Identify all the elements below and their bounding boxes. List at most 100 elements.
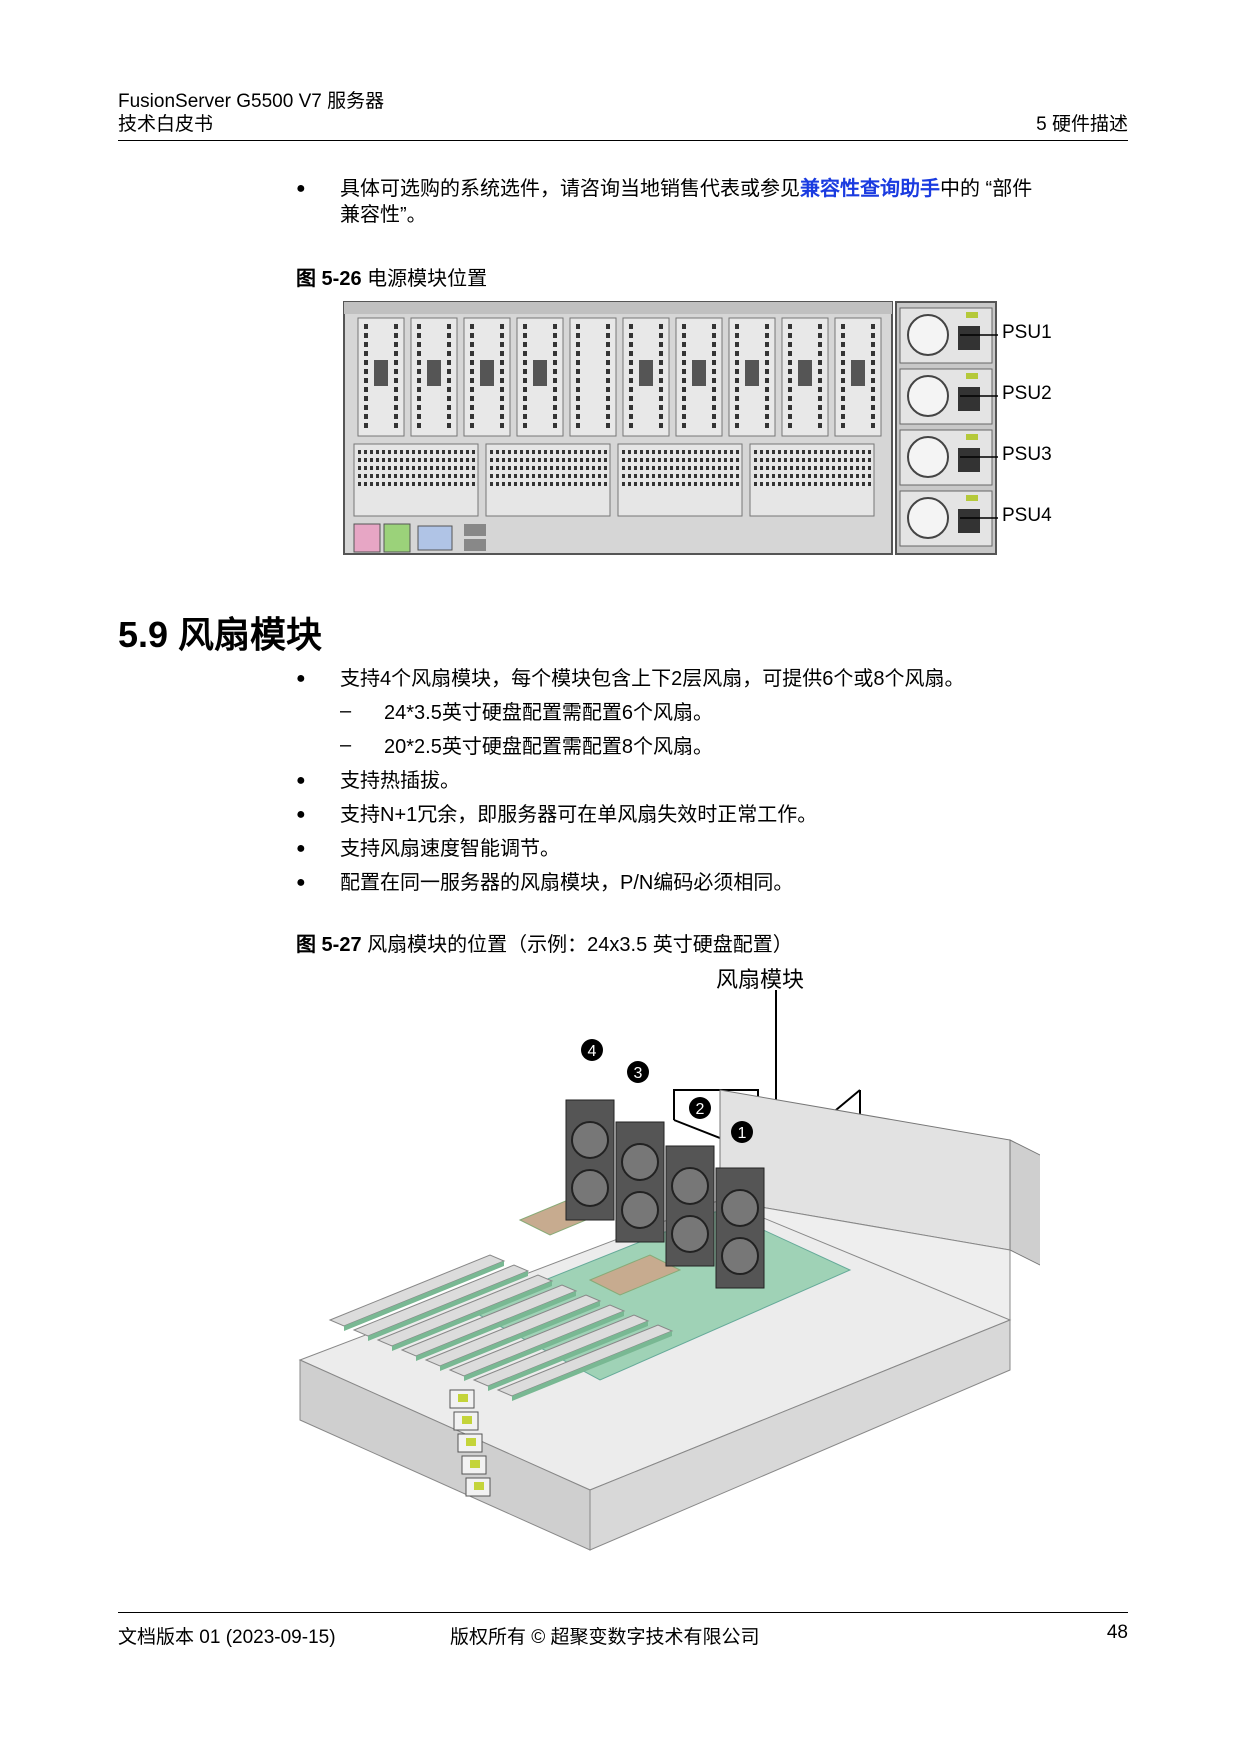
slot-vent [765, 387, 769, 392]
callout-circle [627, 1061, 649, 1083]
vent-hole [598, 450, 601, 454]
vent-hole [592, 482, 595, 486]
vent-hole [862, 450, 865, 454]
slot-vent [553, 333, 557, 338]
compatibility-link[interactable]: 兼容性查询助手 [800, 178, 940, 200]
vent-hole [466, 450, 469, 454]
vent-hole [526, 482, 529, 486]
vent-hole [634, 458, 637, 462]
vent-hole [622, 458, 625, 462]
slot-vent [788, 360, 792, 365]
slot-vent [394, 396, 398, 401]
vent-hole [544, 458, 547, 462]
slot-vent [841, 396, 845, 401]
vent-hole [544, 450, 547, 454]
drive-led [470, 1460, 480, 1468]
slot-vent [659, 396, 663, 401]
vent-hole [598, 466, 601, 470]
vent-hole [394, 458, 397, 462]
vent-hole [640, 458, 643, 462]
slot-vent [735, 360, 739, 365]
vent-hole [406, 482, 409, 486]
vent-block [749, 443, 875, 517]
vent-hole [394, 466, 397, 470]
slot-vent [417, 423, 421, 428]
vent-hole [550, 474, 553, 478]
gpu-card-edge [464, 1311, 624, 1381]
vent-hole [604, 466, 607, 470]
vent-hole [466, 474, 469, 478]
vent-hole [652, 466, 655, 470]
vent-hole [598, 458, 601, 462]
slot-vent [712, 378, 716, 383]
vent-hole [778, 474, 781, 478]
vent-hole [850, 482, 853, 486]
vent-hole [592, 466, 595, 470]
vent-hole [580, 474, 583, 478]
fan-rotor [621, 1191, 659, 1229]
vent-hole [856, 474, 859, 478]
gpu-card-edge [344, 1261, 504, 1331]
vent-hole [448, 482, 451, 486]
vent-hole [676, 474, 679, 478]
vent-hole [628, 482, 631, 486]
vent-hole [358, 482, 361, 486]
slot-vent [712, 342, 716, 347]
vent-hole [412, 482, 415, 486]
slot-vent [523, 342, 527, 347]
slot-vent [523, 423, 527, 428]
vent-hole [400, 450, 403, 454]
vent-hole [706, 474, 709, 478]
vent-hole [556, 482, 559, 486]
vent-hole [784, 482, 787, 486]
psu-socket [958, 509, 980, 533]
vent-hole [514, 458, 517, 462]
vent-hole [778, 458, 781, 462]
vent-hole [760, 458, 763, 462]
vent-block [485, 443, 611, 517]
slot-vent [576, 333, 580, 338]
callout-number: 1 [738, 1125, 747, 1142]
vent-hole [532, 458, 535, 462]
vent-hole [646, 450, 649, 454]
slot-vent [364, 396, 368, 401]
vent-hole [418, 482, 421, 486]
vent-hole [562, 474, 565, 478]
slot-vent [394, 378, 398, 383]
vent-hole [592, 450, 595, 454]
vent-hole [766, 466, 769, 470]
vent-hole [424, 450, 427, 454]
vent-hole [694, 450, 697, 454]
vent-hole [556, 458, 559, 462]
vent-hole [454, 450, 457, 454]
vent-hole [628, 474, 631, 478]
slot-vent [500, 360, 504, 365]
vent-hole [772, 474, 775, 478]
vent-hole [526, 450, 529, 454]
slot-vent [735, 333, 739, 338]
slot-vent [712, 333, 716, 338]
slot-vent [417, 405, 421, 410]
vent-hole [832, 466, 835, 470]
dash-marker: – [340, 734, 352, 756]
vent-hole [466, 482, 469, 486]
slot-vent [364, 423, 368, 428]
vent-hole [592, 458, 595, 462]
gpu-card-edge [488, 1321, 648, 1391]
vent-hole [712, 458, 715, 462]
vent-hole [400, 458, 403, 462]
vent-hole [808, 466, 811, 470]
vent-hole [712, 474, 715, 478]
vent-hole [430, 482, 433, 486]
vent-hole [376, 466, 379, 470]
slot-vent [447, 387, 451, 392]
vent-hole [688, 466, 691, 470]
vent-hole [376, 482, 379, 486]
vent-hole [820, 482, 823, 486]
slot-vent [523, 351, 527, 356]
vent-hole [388, 466, 391, 470]
vent-hole [574, 482, 577, 486]
vent-hole [670, 482, 673, 486]
vent-hole [490, 474, 493, 478]
vent-hole [796, 482, 799, 486]
